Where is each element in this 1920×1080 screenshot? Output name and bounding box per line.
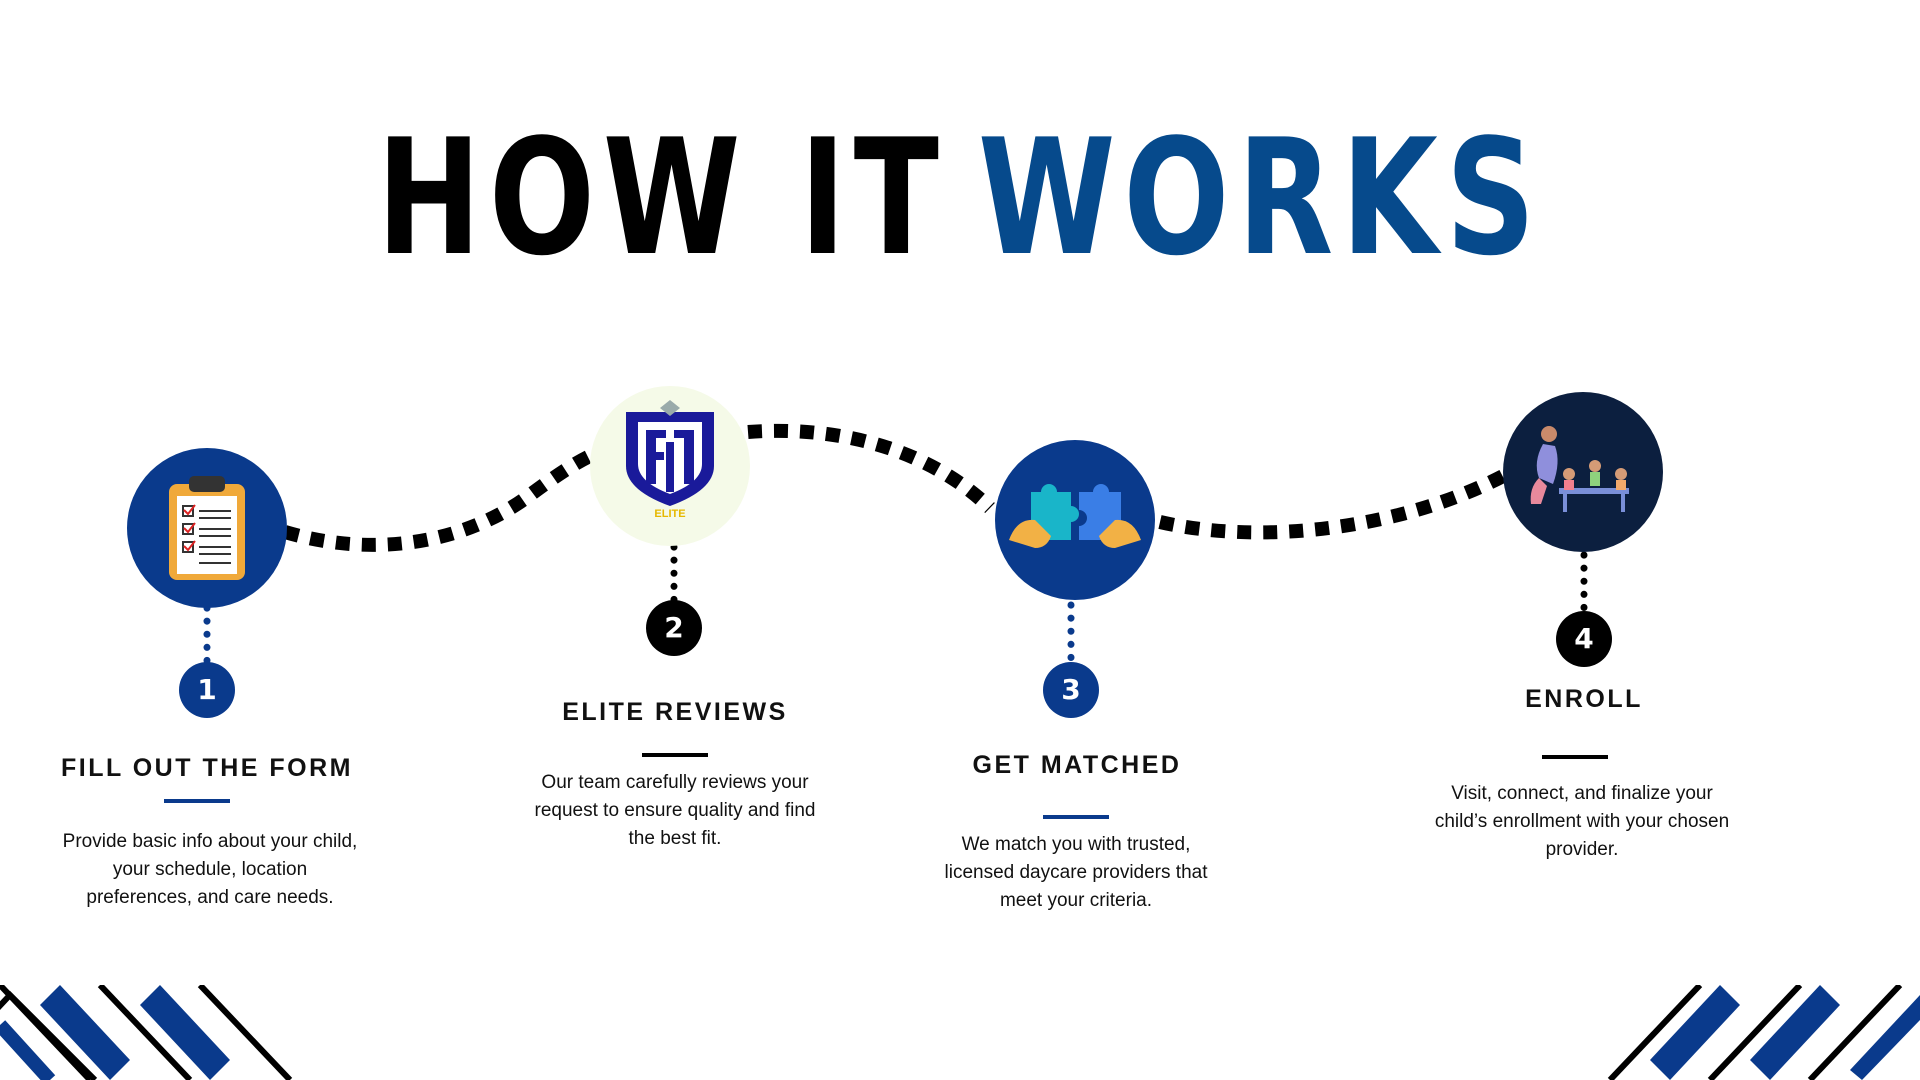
step-3-divider (1043, 815, 1109, 819)
step-2-title: ELITE REVIEWS (562, 698, 788, 726)
elite-logo-text: ELITE (654, 508, 686, 520)
step-1-divider (164, 799, 230, 803)
title-part-2: WORKS (977, 104, 1544, 291)
step-4-number-badge: 4 (1556, 611, 1612, 667)
step-3-icon-circle (995, 440, 1155, 600)
step-3-description: We match you with trusted, licensed dayc… (944, 834, 1208, 911)
step-4-title: ENROLL (1525, 685, 1643, 713)
chevron-decoration-left (0, 985, 293, 1080)
step-1-number-badge: 1 (179, 662, 235, 718)
step-4-divider (1542, 755, 1608, 759)
step-4-icon-circle (1503, 392, 1663, 552)
step-3-title: GET MATCHED (972, 751, 1182, 779)
step-2-description: Our team carefully reviews your request … (534, 772, 816, 849)
teacher-children-icon (1530, 426, 1629, 512)
puzzle-pieces-icon (1009, 484, 1141, 548)
title-part-1: HOW IT (376, 104, 947, 291)
elite-logo (626, 400, 714, 506)
step-3-number-badge: 3 (1043, 662, 1099, 718)
step-1-description: Provide basic info about your child, you… (62, 831, 358, 908)
step-2-icon-circle: ELITE (590, 386, 750, 546)
step-1-icon-circle (127, 448, 287, 608)
wavy-dotted-path (283, 423, 1509, 552)
chevron-decoration-right (1607, 985, 1920, 1080)
step-4-description: Visit, connect, and finalize your child’… (1434, 783, 1730, 860)
step-2-divider (642, 753, 708, 757)
clipboard-checklist-icon (169, 476, 245, 580)
step-1-title: FILL OUT THE FORM (60, 754, 353, 782)
step-2-number-badge: 2 (646, 600, 702, 656)
